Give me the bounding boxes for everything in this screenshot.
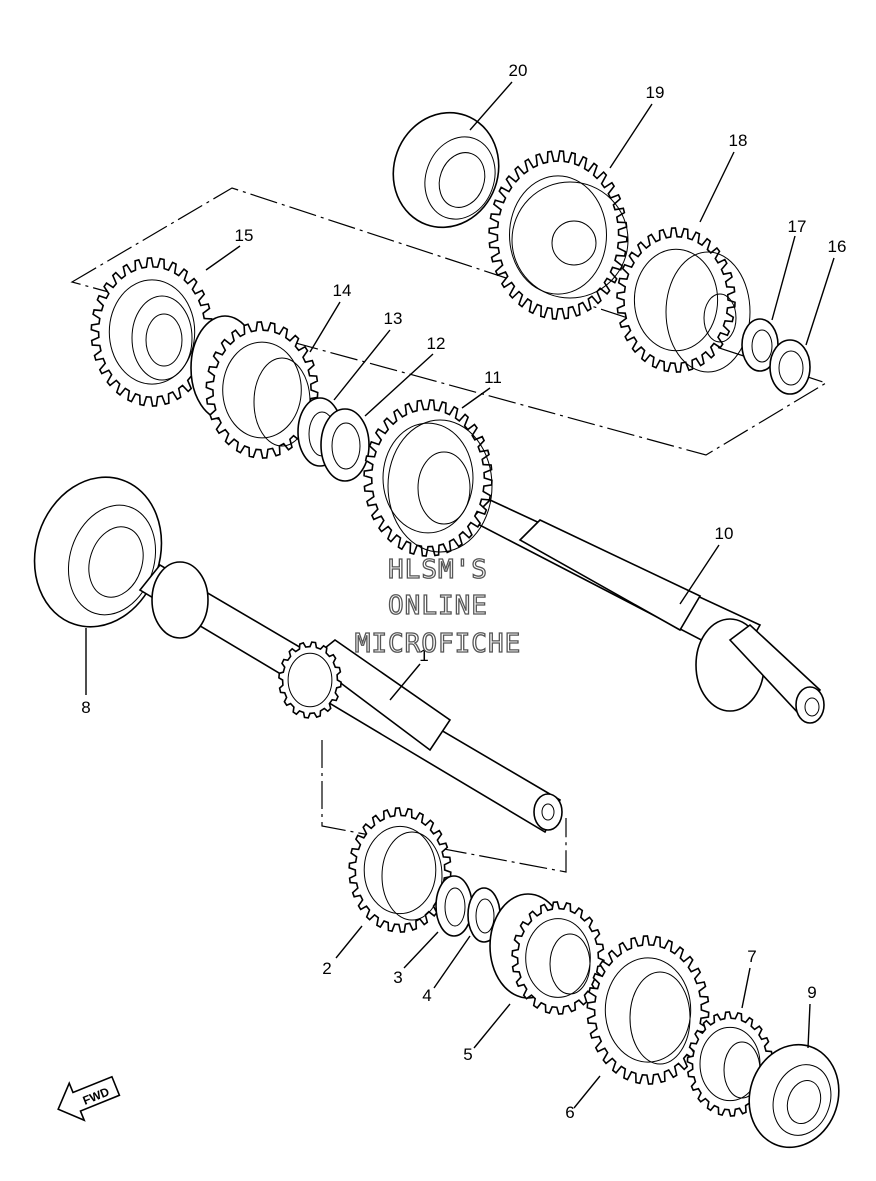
bearing-9	[748, 1043, 840, 1149]
gear-2	[348, 807, 452, 933]
callout-14: 14	[333, 281, 352, 300]
callout-8: 8	[81, 698, 90, 717]
callout-17: 17	[788, 217, 807, 236]
callout-20: 20	[509, 61, 528, 80]
upper-shaft-group-outline	[70, 187, 828, 456]
callout-13: 13	[384, 309, 403, 328]
gear-hub	[287, 652, 333, 708]
callout-9: 9	[807, 983, 816, 1002]
circlip-12	[320, 408, 370, 482]
callout-1: 1	[419, 646, 428, 665]
gear-6	[586, 935, 710, 1085]
fwd-arrow-icon: FWD	[57, 1075, 121, 1122]
gear-hub	[509, 175, 607, 295]
callout-5: 5	[463, 1045, 472, 1064]
gear-11	[363, 399, 493, 557]
watermark-line-3: MICROFICHE	[355, 629, 522, 659]
watermark-line-2: ONLINE	[388, 591, 488, 621]
callout-10: 10	[715, 524, 734, 543]
callout-7: 7	[747, 947, 756, 966]
callout-4: 4	[422, 986, 431, 1005]
gear-14	[190, 315, 319, 459]
gear-19	[488, 150, 629, 320]
bearing-20	[392, 111, 500, 229]
gear-hub	[382, 422, 474, 534]
gear-hub	[108, 279, 196, 385]
callout-19: 19	[646, 83, 665, 102]
callout-6: 6	[565, 1103, 574, 1122]
gear-18	[616, 227, 751, 373]
circlip-16	[769, 339, 811, 395]
callout-2: 2	[322, 959, 331, 978]
callout-11: 11	[484, 368, 502, 387]
drive-axle-10	[468, 499, 825, 724]
gear-5	[489, 893, 605, 1015]
gear-hub	[525, 918, 591, 998]
gear-15	[90, 257, 214, 407]
gear-hub	[363, 825, 437, 915]
leader-lines	[85, 81, 835, 1109]
gear-hub	[604, 957, 692, 1063]
callout-16: 16	[828, 237, 847, 256]
callout-18: 18	[729, 131, 748, 150]
watermark-line-1: HLSM'S	[388, 555, 488, 585]
callout-3: 3	[393, 968, 402, 987]
callout-12: 12	[427, 334, 446, 353]
main-axle-1	[138, 561, 563, 834]
gear-hub	[222, 341, 302, 439]
circlip-3	[435, 875, 473, 937]
callout-15: 15	[235, 226, 254, 245]
